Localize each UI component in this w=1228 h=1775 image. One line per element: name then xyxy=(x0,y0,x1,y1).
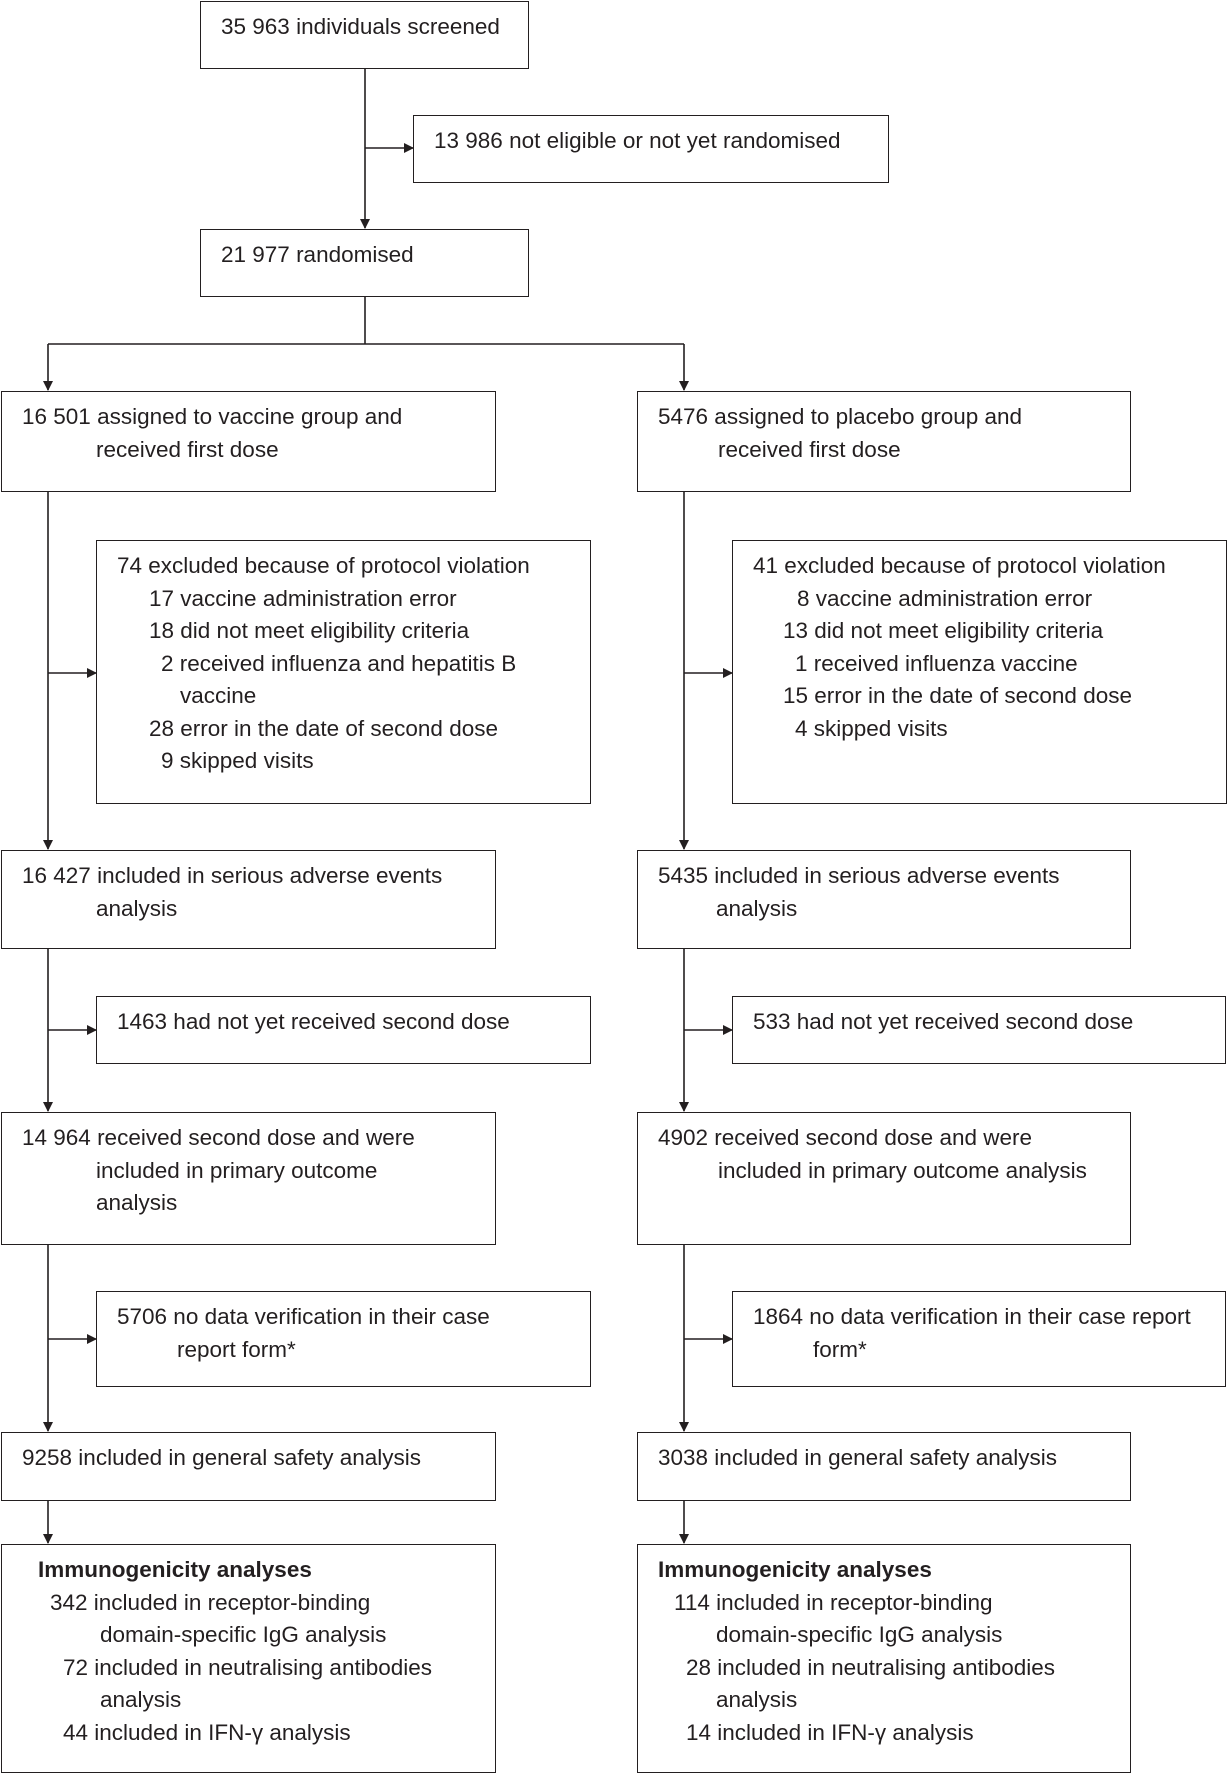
vaccine-immuno-item: 342 included in receptor-binding xyxy=(50,1589,371,1615)
vaccine-general-safety-text: 9258 included in general safety analysis xyxy=(22,1445,422,1470)
vaccine-no-second-box: 1463 had not yet received second dose xyxy=(96,996,591,1064)
vaccine-immuno-title: Immunogenicity analyses xyxy=(38,1557,312,1582)
vaccine-sae-line-1: 16 427 included in serious adverse event… xyxy=(22,863,443,888)
placebo-immuno-title: Immunogenicity analyses xyxy=(658,1557,932,1582)
placebo-excluded-item: 15 error in the date of second dose xyxy=(783,683,1132,708)
placebo-excluded-item: 1 received influenza vaccine xyxy=(795,650,1078,676)
randomised-box: 21 977 randomised xyxy=(200,229,529,297)
placebo-immuno-item-cont: analysis xyxy=(716,1687,798,1712)
vaccine-no-second-text: 1463 had not yet received second dose xyxy=(117,1009,510,1034)
vaccine-second-dose-line-3: analysis xyxy=(96,1190,178,1215)
vaccine-immuno-item: 72 included in neutralising antibodies xyxy=(63,1654,433,1680)
vaccine-second-dose-line-1: 14 964 received second dose and were xyxy=(22,1125,415,1150)
vaccine-excluded-item: 18 did not meet eligibility criteria xyxy=(149,618,470,643)
not-eligible-box: 13 986 not eligible or not yet randomise… xyxy=(413,115,889,183)
placebo-second-dose-box: 4902 received second dose and were inclu… xyxy=(637,1112,1131,1245)
placebo-assigned-line-1: 5476 assigned to placebo group and xyxy=(658,404,1023,429)
placebo-sae-box: 5435 included in serious adverse events … xyxy=(637,850,1131,949)
vaccine-general-safety-box: 9258 included in general safety analysis xyxy=(1,1432,496,1501)
vaccine-excluded-item: 2 received influenza and hepatitis B xyxy=(161,650,517,676)
vaccine-excluded-item: 28 error in the date of second dose xyxy=(149,715,498,741)
vaccine-sae-line-2: analysis xyxy=(96,895,178,921)
vaccine-excluded-total: 74 excluded because of protocol violatio… xyxy=(117,553,530,578)
placebo-immuno-item: 28 included in neutralising antibodies xyxy=(686,1654,1056,1680)
placebo-excluded-item: 8 vaccine administration error xyxy=(797,585,1093,611)
placebo-second-dose-line-1: 4902 received second dose and were xyxy=(658,1125,1033,1150)
placebo-no-second-box: 533 had not yet received second dose xyxy=(732,996,1226,1064)
placebo-immuno-box: Immunogenicity analyses 114 included in … xyxy=(637,1544,1131,1773)
placebo-excluded-box: 41 excluded because of protocol violatio… xyxy=(732,540,1227,804)
vaccine-immuno-item: 44 included in IFN-γ analysis xyxy=(63,1719,351,1745)
vaccine-assigned-line-2: received first dose xyxy=(96,436,279,462)
placebo-sae-line-1: 5435 included in serious adverse events xyxy=(658,863,1060,888)
vaccine-no-verification-line-2: report form* xyxy=(177,1336,296,1362)
vaccine-immuno-item-cont: analysis xyxy=(100,1687,182,1712)
placebo-assigned-line-2: received first dose xyxy=(718,436,901,462)
placebo-excluded-item: 13 did not meet eligibility criteria xyxy=(783,618,1104,643)
vaccine-second-dose-line-2: included in primary outcome xyxy=(96,1157,378,1183)
placebo-second-dose-line-2: included in primary outcome analysis xyxy=(718,1157,1087,1183)
placebo-general-safety-text: 3038 included in general safety analysis xyxy=(658,1445,1058,1470)
placebo-assigned-box: 5476 assigned to placebo group and recei… xyxy=(637,391,1131,492)
vaccine-assigned-box: 16 501 assigned to vaccine group and rec… xyxy=(1,391,496,492)
placebo-excluded-total: 41 excluded because of protocol violatio… xyxy=(753,553,1166,578)
vaccine-assigned-line-1: 16 501 assigned to vaccine group and xyxy=(22,404,403,429)
placebo-no-second-text: 533 had not yet received second dose xyxy=(753,1009,1134,1034)
vaccine-excluded-item-cont: vaccine xyxy=(180,683,257,708)
placebo-immuno-item: 14 included in IFN-γ analysis xyxy=(686,1719,974,1745)
placebo-sae-line-2: analysis xyxy=(716,895,798,921)
placebo-immuno-item-cont: domain-specific IgG analysis xyxy=(716,1622,1003,1647)
placebo-excluded-item: 4 skipped visits xyxy=(795,715,948,741)
placebo-immuno-item: 114 included in receptor-binding xyxy=(674,1589,993,1615)
placebo-general-safety-box: 3038 included in general safety analysis xyxy=(637,1432,1131,1501)
vaccine-no-verification-box: 5706 no data verification in their case … xyxy=(96,1291,591,1387)
placebo-no-verification-line-1: 1864 no data verification in their case … xyxy=(753,1304,1191,1329)
vaccine-second-dose-box: 14 964 received second dose and were inc… xyxy=(1,1112,496,1245)
vaccine-immuno-box: Immunogenicity analyses 342 included in … xyxy=(1,1544,496,1773)
placebo-no-verification-box: 1864 no data verification in their case … xyxy=(732,1291,1226,1387)
vaccine-excluded-item: 9 skipped visits xyxy=(161,748,314,773)
vaccine-excluded-item: 17 vaccine administration error xyxy=(149,585,457,611)
placebo-no-verification-line-2: form* xyxy=(813,1336,867,1362)
vaccine-sae-box: 16 427 included in serious adverse event… xyxy=(1,850,496,949)
screened-box: 35 963 individuals screened xyxy=(200,1,529,69)
randomised-text: 21 977 randomised xyxy=(221,242,414,267)
vaccine-immuno-item-cont: domain-specific IgG analysis xyxy=(100,1622,387,1647)
vaccine-no-verification-line-1: 5706 no data verification in their case xyxy=(117,1304,490,1329)
screened-text: 35 963 individuals screened xyxy=(221,14,500,39)
vaccine-excluded-box: 74 excluded because of protocol violatio… xyxy=(96,540,591,804)
not-eligible-text: 13 986 not eligible or not yet randomise… xyxy=(434,128,841,153)
